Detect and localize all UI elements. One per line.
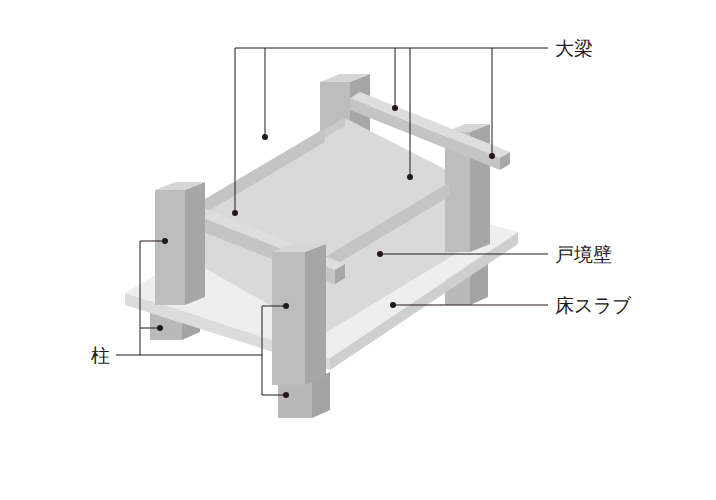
part-label: 戸境壁 <box>553 243 614 266</box>
part-label: 床スラブ <box>553 294 633 317</box>
part-label: 大梁 <box>553 37 595 60</box>
girders <box>188 92 510 284</box>
leader-dots <box>157 105 495 398</box>
leader-lines <box>116 48 548 395</box>
part-label: 柱 <box>89 344 112 367</box>
